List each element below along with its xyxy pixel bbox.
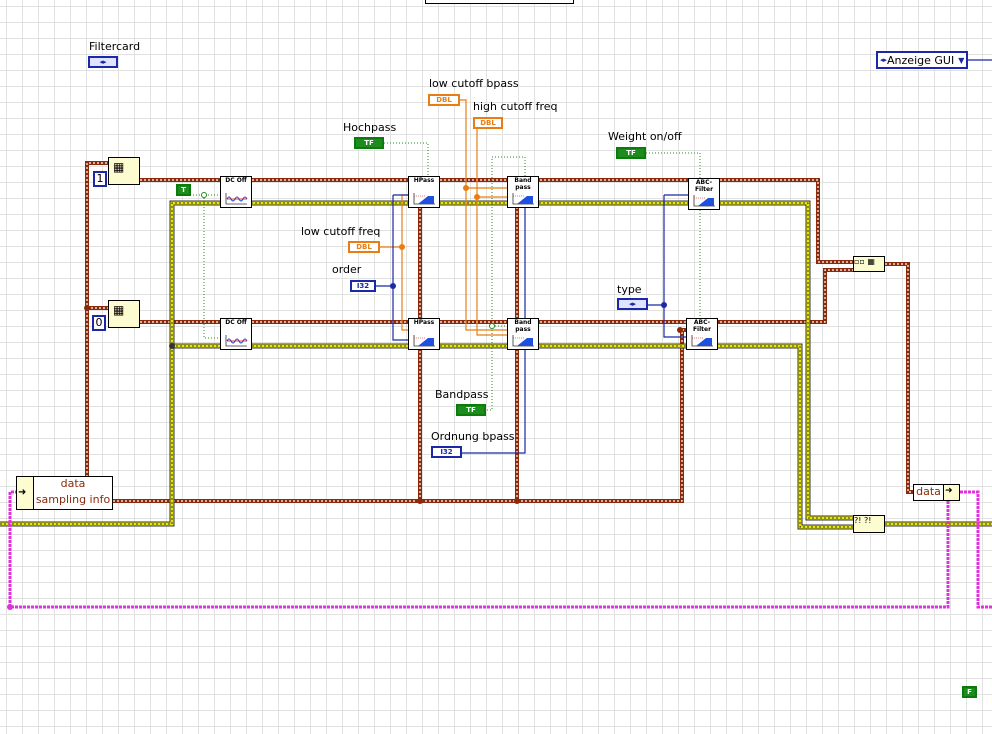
node-label: ABC-Filter: [692, 319, 712, 333]
node-label: DC Off: [225, 177, 247, 184]
filter-response-icon: [693, 195, 715, 207]
index-1-constant[interactable]: 1: [93, 171, 107, 187]
false-constant[interactable]: F: [962, 686, 977, 698]
array-icon: ▦: [113, 160, 125, 174]
hochpass-label: Hochpass: [343, 121, 397, 134]
hochpass-control[interactable]: TF: [354, 137, 384, 149]
filter-response-icon: [691, 335, 713, 347]
field-data: data: [914, 485, 944, 500]
filter-response-icon: [512, 335, 534, 347]
low-cutoff-bpass-label: low cutoff bpass: [429, 77, 519, 90]
merge-errors-node[interactable]: ?! ?!: [853, 515, 885, 533]
filtercard-enum[interactable]: ◂▸: [88, 56, 118, 68]
abc-filter-node-1[interactable]: ABC-Filter: [688, 178, 720, 210]
bandpass-label: Bandpass: [435, 388, 489, 401]
index-array-node-1[interactable]: ▦: [108, 157, 140, 185]
low-cutoff-freq-control[interactable]: DBL: [348, 241, 380, 253]
type-label: type: [617, 283, 642, 296]
build-array-node[interactable]: ▫▫ ▦: [853, 256, 885, 272]
bandpass-node-2[interactable]: Band pass: [507, 318, 539, 350]
index-0-constant[interactable]: 0: [92, 315, 106, 331]
dc-off-node-2[interactable]: DC Off: [220, 318, 252, 350]
filter-response-icon: [512, 193, 534, 205]
filtercard-label: Filtercard: [89, 40, 141, 53]
enum-arrows-icon: ◂▸: [880, 56, 888, 64]
low-cutoff-freq-label: low cutoff freq: [301, 225, 381, 238]
dbl-wires: [380, 99, 508, 336]
unbundle-by-name-node[interactable]: ➜ data sampling info: [16, 476, 113, 510]
node-label: ABC-Filter: [694, 179, 714, 193]
waveform-icon: [225, 193, 248, 205]
low-cutoff-bpass-control[interactable]: DBL: [428, 94, 460, 106]
node-label: HPass: [413, 319, 435, 326]
refnum-wires: [8, 490, 992, 609]
arrow-icon: ➜: [945, 486, 953, 496]
node-label: DC Off: [225, 319, 247, 326]
highpass-node-2[interactable]: HPass: [408, 318, 440, 350]
error-wires: [0, 200, 992, 530]
waveform-icon: [225, 335, 248, 347]
dropdown-arrow-icon: ▼: [958, 55, 965, 65]
type-enum[interactable]: ◂▸: [617, 298, 648, 310]
boolean-wires: [190, 142, 701, 411]
filter-response-icon: [413, 335, 435, 347]
ordnung-bpass-control[interactable]: I32: [431, 446, 462, 458]
junction-dots: [7, 185, 683, 610]
weight-control[interactable]: TF: [616, 147, 646, 159]
anzeige-gui-value: Anzeige GUI: [887, 53, 955, 67]
weight-label: Weight on/off: [608, 130, 682, 143]
node-label: Band pass: [514, 319, 532, 333]
index-array-node-0[interactable]: ▦: [108, 300, 140, 328]
dynamic-data-wires: [85, 161, 915, 503]
window-edge: [425, 0, 574, 4]
array-icon: ▦: [113, 303, 125, 317]
bundle-by-name-node[interactable]: data ➜: [913, 484, 960, 501]
bandpass-node-1[interactable]: Band pass: [507, 176, 539, 208]
dc-off-node-1[interactable]: DC Off: [220, 176, 252, 208]
bandpass-control[interactable]: TF: [456, 404, 486, 416]
highpass-node-1[interactable]: HPass: [408, 176, 440, 208]
field-sampling-info: sampling info: [33, 493, 112, 509]
true-constant[interactable]: T: [176, 184, 191, 196]
integer-wires: [376, 59, 992, 454]
node-label: HPass: [413, 177, 435, 184]
abc-filter-node-2[interactable]: ABC-Filter: [686, 318, 718, 350]
ordnung-bpass-label: Ordnung bpass: [431, 430, 515, 443]
high-cutoff-freq-label: high cutoff freq: [473, 100, 558, 113]
filter-response-icon: [413, 193, 435, 205]
anzeige-gui-enum[interactable]: ◂▸ Anzeige GUI ▼: [876, 51, 968, 69]
field-data: data: [33, 477, 112, 494]
high-cutoff-freq-control[interactable]: DBL: [473, 117, 503, 129]
order-label: order: [332, 263, 362, 276]
order-control[interactable]: I32: [350, 280, 376, 292]
arrow-icon: ➜: [18, 487, 27, 498]
node-label: Band pass: [514, 177, 532, 191]
